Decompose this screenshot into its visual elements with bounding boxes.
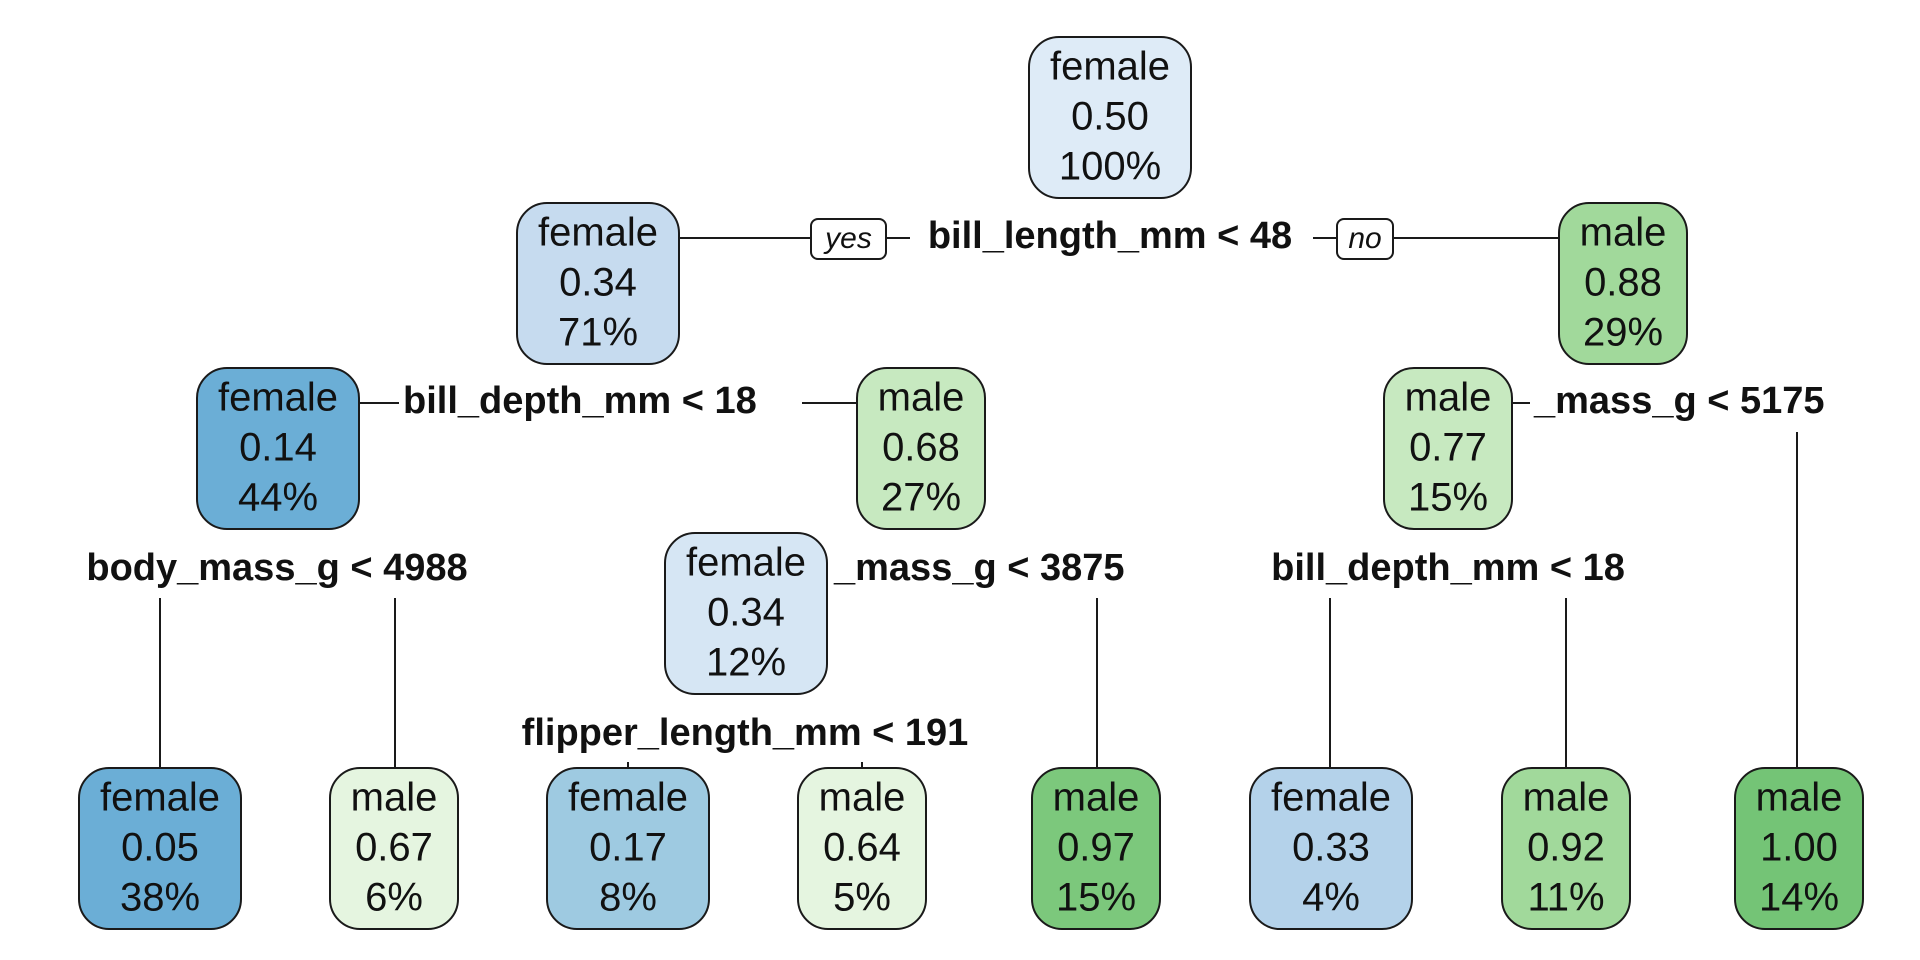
split-label-s2: bill_depth_mm < 18 <box>403 380 757 422</box>
node-box <box>196 367 360 530</box>
node-class: male <box>878 376 965 420</box>
tree-node-l2: male 0.67 6% <box>329 767 459 930</box>
node-probability: 0.64 <box>823 826 901 870</box>
node-percent: 8% <box>599 876 657 920</box>
node-box <box>546 767 710 930</box>
node-box <box>664 532 828 695</box>
node-probability: 0.34 <box>707 591 785 635</box>
node-box <box>1031 767 1161 930</box>
branch-text-no: no <box>1348 222 1381 255</box>
tree-node-l8: male 1.00 14% <box>1734 767 1864 930</box>
node-box <box>329 767 459 930</box>
node-class: male <box>1523 776 1610 820</box>
split-label-s3: _mass_g < 5175 <box>1533 380 1825 422</box>
node-class: male <box>1405 376 1492 420</box>
split-label-s6: bill_depth_mm < 18 <box>1271 547 1625 589</box>
node-percent: 5% <box>833 876 891 920</box>
node-probability: 0.05 <box>121 826 199 870</box>
tree-node-n5: male 0.68 27% <box>856 367 986 530</box>
tree-node-n7: female 0.34 12% <box>664 532 828 695</box>
node-box <box>1249 767 1413 930</box>
node-class: female <box>568 776 688 820</box>
node-percent: 29% <box>1583 311 1663 355</box>
split-label-s1: bill_length_mm < 48 <box>928 215 1292 257</box>
split-label-s7: flipper_length_mm < 191 <box>522 712 969 754</box>
node-probability: 0.97 <box>1057 826 1135 870</box>
node-percent: 15% <box>1408 476 1488 520</box>
branch-labels: yes no <box>810 218 1394 260</box>
node-probability: 0.88 <box>1584 261 1662 305</box>
tree-node-l4: male 0.64 5% <box>797 767 927 930</box>
tree-node-l3: female 0.17 8% <box>546 767 710 930</box>
node-box <box>1501 767 1631 930</box>
node-probability: 1.00 <box>1760 826 1838 870</box>
node-percent: 6% <box>365 876 423 920</box>
node-box <box>797 767 927 930</box>
node-class: male <box>351 776 438 820</box>
branch-box-no <box>1336 218 1394 260</box>
node-probability: 0.50 <box>1071 95 1149 139</box>
tree-node-l6: female 0.33 4% <box>1249 767 1413 930</box>
node-box <box>1383 367 1513 530</box>
node-box <box>1558 202 1688 365</box>
node-percent: 14% <box>1759 876 1839 920</box>
node-class: male <box>1756 776 1843 820</box>
branch-label-no: no <box>1336 218 1394 260</box>
node-probability: 0.33 <box>1292 826 1370 870</box>
node-class: male <box>1580 211 1667 255</box>
node-class: female <box>100 776 220 820</box>
split-label-s4: body_mass_g < 4988 <box>86 547 467 589</box>
node-probability: 0.77 <box>1409 426 1487 470</box>
node-box <box>78 767 242 930</box>
tree-node-n1: female 0.50 100% <box>1028 36 1192 199</box>
node-percent: 4% <box>1302 876 1360 920</box>
branch-text-yes: yes <box>823 222 872 255</box>
node-probability: 0.34 <box>559 261 637 305</box>
node-percent: 12% <box>706 641 786 685</box>
node-class: female <box>1050 45 1170 89</box>
node-box <box>1734 767 1864 930</box>
tree-node-n6: male 0.77 15% <box>1383 367 1513 530</box>
tree-node-n2: female 0.34 71% <box>516 202 680 365</box>
node-percent: 71% <box>558 311 638 355</box>
tree-node-l1: female 0.05 38% <box>78 767 242 930</box>
node-percent: 100% <box>1059 145 1161 189</box>
tree-node-l7: male 0.92 11% <box>1501 767 1631 930</box>
node-percent: 38% <box>120 876 200 920</box>
split-label-s5: _mass_g < 3875 <box>833 547 1125 589</box>
tree-node-n3: male 0.88 29% <box>1558 202 1688 365</box>
node-probability: 0.14 <box>239 426 317 470</box>
node-probability: 0.92 <box>1527 826 1605 870</box>
node-class: female <box>1271 776 1391 820</box>
node-class: male <box>1053 776 1140 820</box>
branch-label-yes: yes <box>810 218 887 260</box>
node-percent: 27% <box>881 476 961 520</box>
node-probability: 0.17 <box>589 826 667 870</box>
node-class: male <box>819 776 906 820</box>
node-class: female <box>218 376 338 420</box>
tree-nodes: female 0.50 100% female 0.34 71% male 0.88 29% fe… <box>78 36 1864 930</box>
node-probability: 0.68 <box>882 426 960 470</box>
node-percent: 44% <box>238 476 318 520</box>
split-labels: bill_length_mm < 48 bill_depth_mm < 18 _ma… <box>86 215 1824 754</box>
node-box <box>1028 36 1192 199</box>
node-percent: 11% <box>1527 876 1604 920</box>
node-class: female <box>538 211 658 255</box>
node-percent: 15% <box>1056 876 1136 920</box>
tree-edges <box>159 237 1798 768</box>
node-box <box>516 202 680 365</box>
node-box <box>856 367 986 530</box>
tree-node-l5: male 0.97 15% <box>1031 767 1161 930</box>
tree-node-n4: female 0.14 44% <box>196 367 360 530</box>
node-probability: 0.67 <box>355 826 433 870</box>
branch-box-yes <box>810 218 887 260</box>
node-class: female <box>686 541 806 585</box>
